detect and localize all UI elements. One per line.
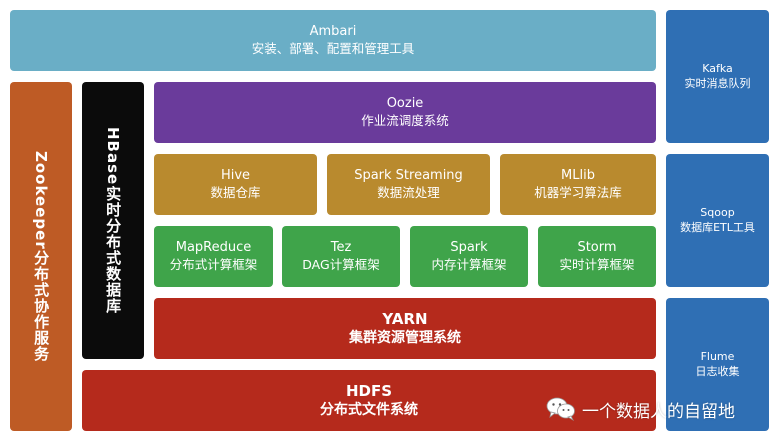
spark-title: Spark — [450, 240, 488, 256]
oozie-subtitle: 作业流调度系统 — [361, 112, 449, 128]
yarn-subtitle: 集群资源管理系统 — [349, 330, 461, 347]
tez-block: Tez DAG计算框架 — [282, 226, 400, 287]
flume-subtitle: 日志收集 — [695, 364, 740, 378]
tez-subtitle: DAG计算框架 — [302, 256, 380, 272]
ambari-title: Ambari — [309, 24, 357, 40]
spark-block: Spark 内存计算框架 — [410, 226, 528, 287]
hdfs-title: HDFS — [345, 381, 393, 400]
flume-title: Flume — [700, 349, 735, 363]
storm-subtitle: 实时计算框架 — [559, 256, 635, 272]
kafka-block: Kafka 实时消息队列 — [666, 10, 769, 143]
mllib-block: MLlib 机器学习算法库 — [500, 154, 656, 215]
spark-streaming-title: Spark Streaming — [354, 168, 463, 184]
kafka-title: Kafka — [702, 61, 733, 75]
yarn-title: YARN — [382, 309, 428, 328]
mapreduce-block: MapReduce 分布式计算框架 — [154, 226, 273, 287]
storm-block: Storm 实时计算框架 — [538, 226, 656, 287]
spark-subtitle: 内存计算框架 — [431, 256, 507, 272]
watermark-text: 一个数据人的自留地 — [582, 401, 735, 422]
mllib-subtitle: 机器学习算法库 — [534, 184, 622, 200]
sqoop-block: Sqoop 数据库ETL工具 — [666, 154, 769, 287]
hive-subtitle: 数据仓库 — [210, 184, 261, 200]
yarn-block: YARN 集群资源管理系统 — [154, 298, 656, 359]
ambari-subtitle: 安装、部署、配置和管理工具 — [251, 40, 415, 56]
oozie-title: Oozie — [386, 96, 424, 112]
sqoop-title: Sqoop — [700, 205, 735, 219]
zookeeper-subtitle: 分布式协作服务 — [32, 249, 51, 362]
hbase-title: HBase — [104, 127, 123, 186]
kafka-subtitle: 实时消息队列 — [684, 76, 751, 90]
ambari-block: Ambari 安装、部署、配置和管理工具 — [10, 10, 656, 71]
hdfs-subtitle: 分布式文件系统 — [320, 402, 418, 419]
watermark: 一个数据人的自留地 — [546, 394, 772, 424]
spark-streaming-block: Spark Streaming 数据流处理 — [327, 154, 490, 215]
mapreduce-subtitle: 分布式计算框架 — [169, 256, 258, 272]
hive-block: Hive 数据仓库 — [154, 154, 317, 215]
sqoop-subtitle: 数据库ETL工具 — [680, 220, 755, 234]
oozie-block: Oozie 作业流调度系统 — [154, 82, 656, 143]
storm-title: Storm — [577, 240, 617, 256]
wechat-icon — [546, 397, 575, 422]
mapreduce-title: MapReduce — [175, 240, 252, 256]
tez-title: Tez — [330, 240, 352, 256]
mllib-title: MLlib — [561, 168, 595, 184]
hive-title: Hive — [220, 168, 251, 184]
zookeeper-title: Zookeeper — [32, 151, 51, 250]
hbase-block: HBase 实时分布式数据库 — [82, 82, 144, 359]
hbase-subtitle: 实时分布式数据库 — [104, 185, 123, 314]
flume-block: Flume 日志收集 — [666, 298, 769, 431]
spark-streaming-subtitle: 数据流处理 — [377, 184, 440, 200]
zookeeper-block: Zookeeper 分布式协作服务 — [10, 82, 72, 431]
